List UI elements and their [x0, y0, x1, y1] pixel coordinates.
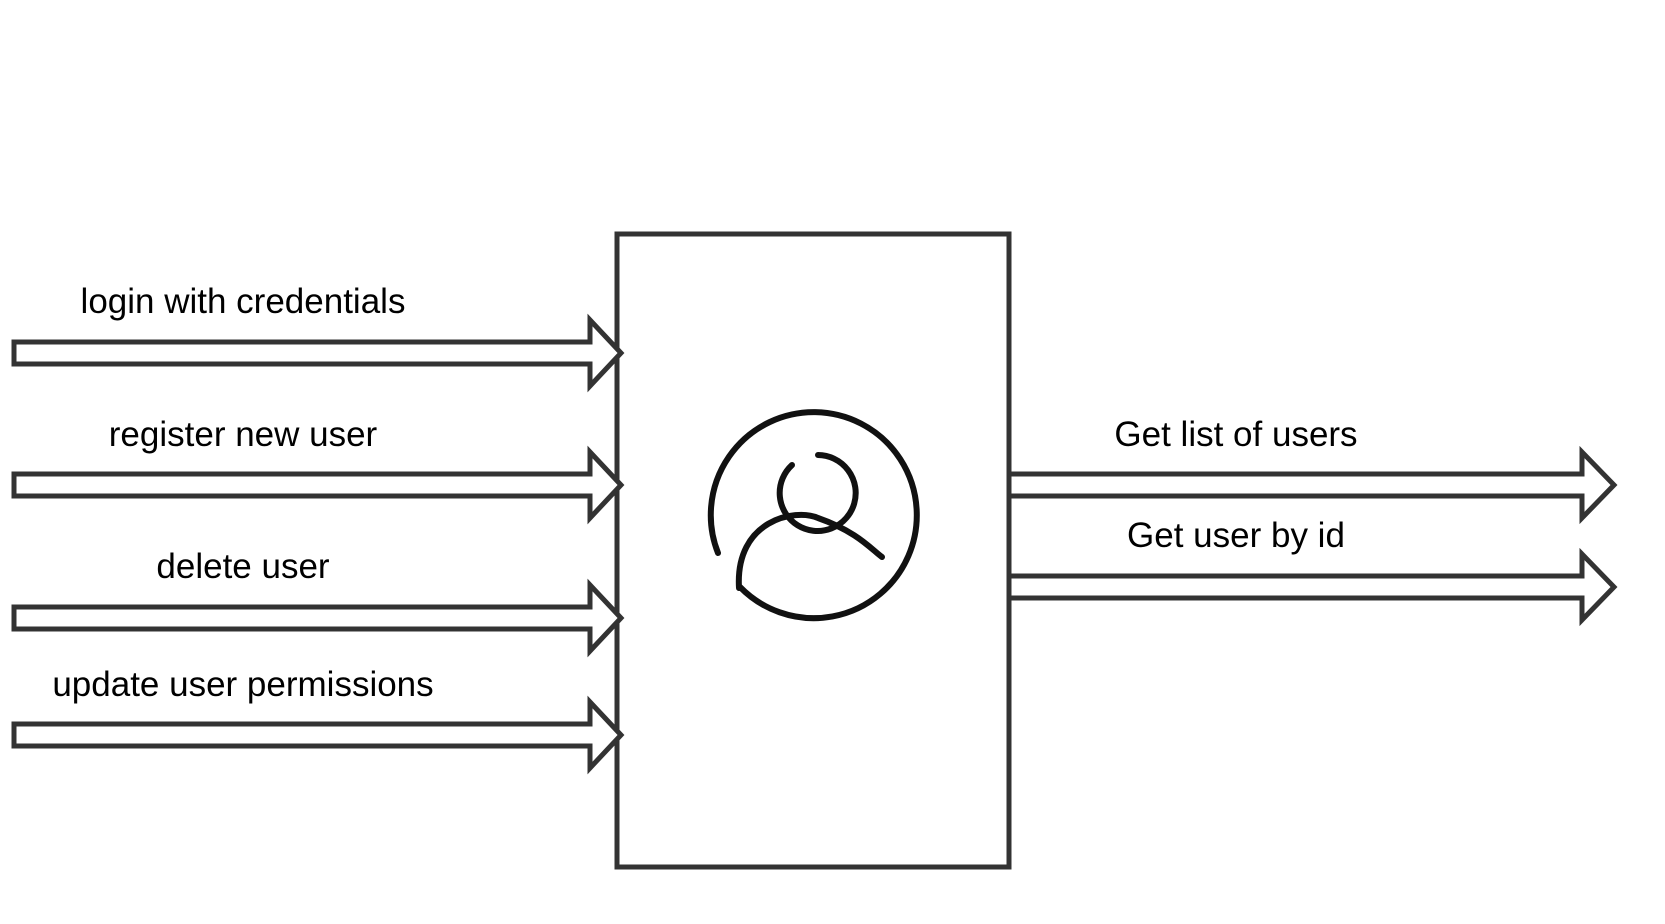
output-arrows: Get list of users Get user by id — [1006, 415, 1618, 627]
input-label-update-permissions: update user permissions — [52, 665, 433, 704]
arrow-right-icon — [1006, 445, 1618, 525]
user-icon-shoulders — [735, 512, 885, 591]
output-label-list-users: Get list of users — [1114, 415, 1357, 454]
input-arrow-delete: delete user — [11, 547, 625, 658]
user-icon-outer-ring — [707, 409, 920, 622]
user-icon — [707, 409, 920, 622]
input-arrow-register: register new user — [11, 415, 625, 525]
arrow-right-icon — [11, 445, 625, 525]
output-label-user-by-id: Get user by id — [1127, 516, 1345, 555]
arrow-right-icon — [1006, 547, 1618, 627]
output-arrow-user-by-id: Get user by id — [1006, 516, 1618, 627]
input-arrow-login: login with credentials — [11, 282, 625, 393]
user-service-box — [614, 231, 1012, 870]
user-icon-head — [776, 452, 859, 534]
input-arrows: login with credentials register new user… — [11, 282, 625, 775]
arrow-right-icon — [11, 578, 625, 658]
input-arrow-update-permissions: update user permissions — [11, 665, 625, 775]
input-label-login: login with credentials — [81, 282, 406, 321]
output-arrow-list-users: Get list of users — [1006, 415, 1618, 525]
arrow-right-icon — [11, 313, 625, 393]
input-label-delete: delete user — [156, 547, 330, 586]
arrow-right-icon — [11, 695, 625, 775]
input-label-register: register new user — [109, 415, 378, 454]
